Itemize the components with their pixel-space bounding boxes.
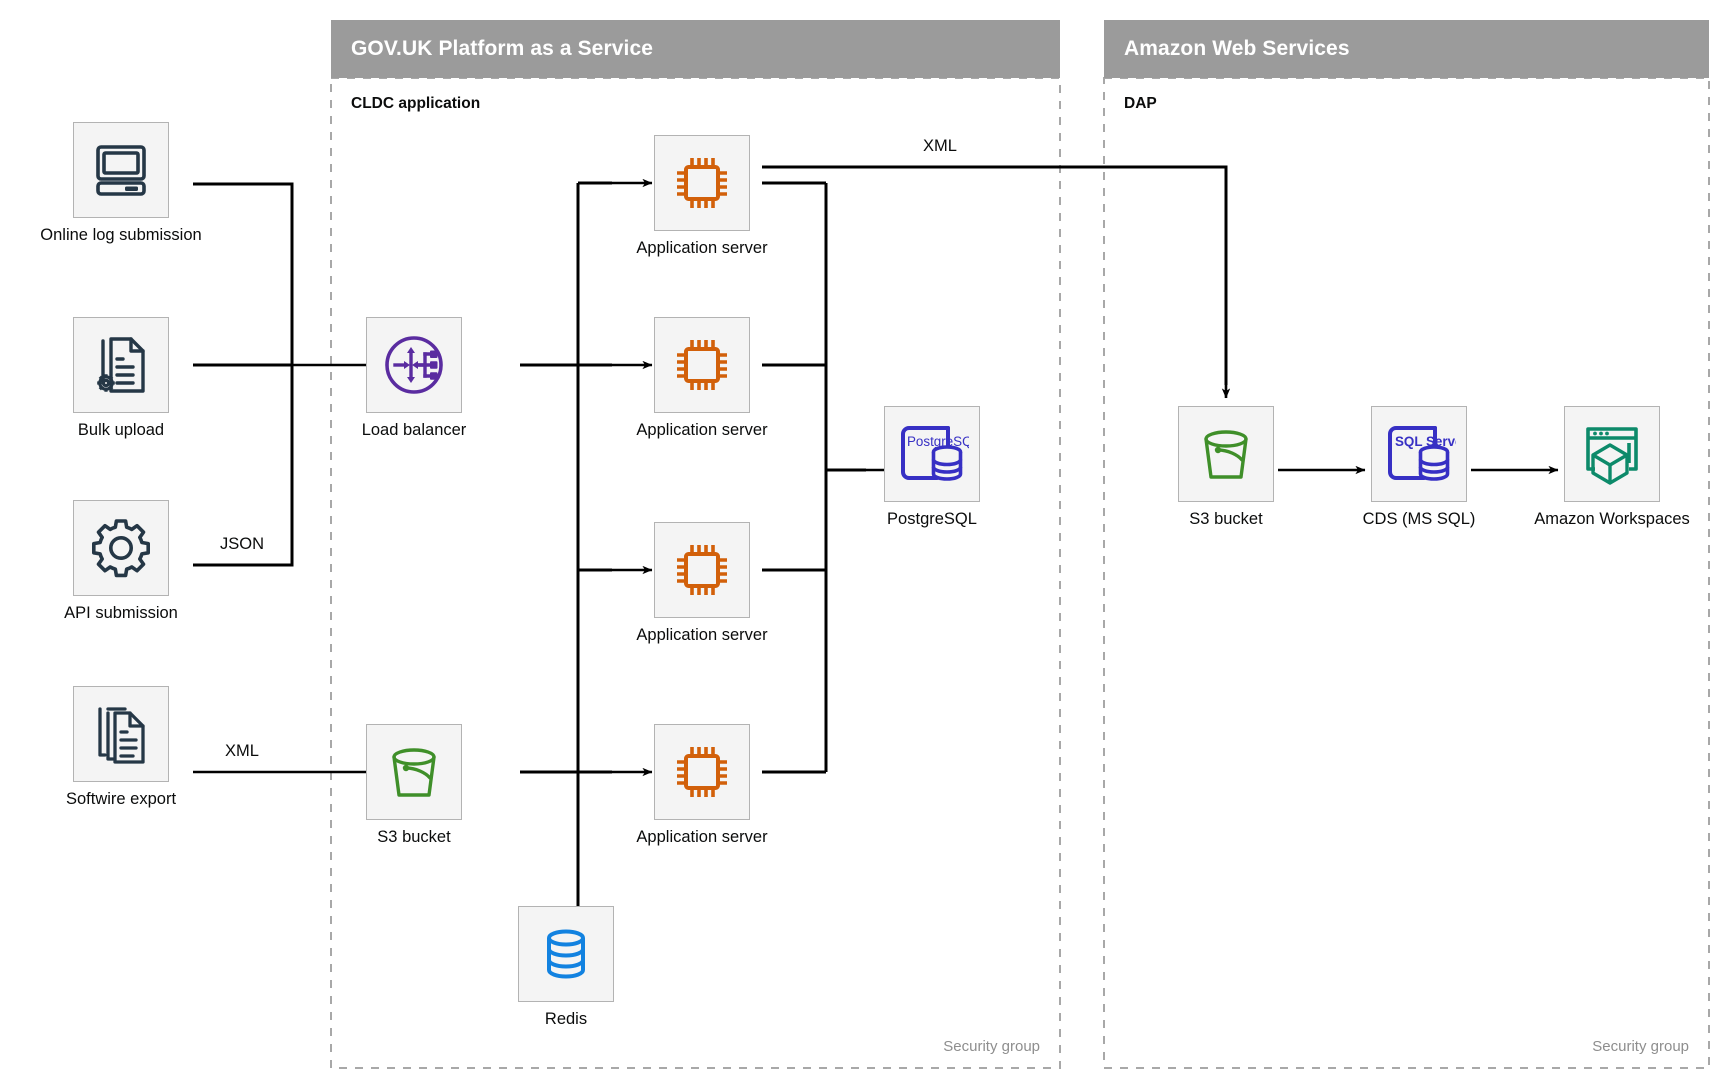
cpu-chip-icon bbox=[677, 747, 727, 797]
postgresql-icon: PostgreSQL bbox=[901, 426, 969, 481]
node-label: Application server bbox=[636, 239, 768, 257]
node-label: Application server bbox=[636, 828, 768, 846]
desktop-computer-icon bbox=[96, 145, 146, 196]
node-box: PostgreSQL bbox=[884, 406, 980, 502]
node-box bbox=[1564, 406, 1660, 502]
node-box bbox=[73, 317, 169, 413]
group-header-aws-label: Amazon Web Services bbox=[1124, 37, 1350, 60]
document-gear-icon bbox=[97, 337, 145, 393]
postgresql-icon-text: PostgreSQL bbox=[907, 434, 969, 449]
node-app-server-1[interactable]: Application server bbox=[636, 135, 768, 257]
node-label: PostgreSQL bbox=[887, 510, 977, 528]
node-s3-bucket-aws[interactable]: S3 bucket bbox=[1178, 406, 1274, 528]
edge-label-json: JSON bbox=[219, 535, 265, 553]
node-label: Bulk upload bbox=[77, 421, 165, 439]
node-label: Softwire export bbox=[65, 790, 177, 808]
sub-label-dap: DAP bbox=[1124, 95, 1157, 112]
sql-server-icon: SQL Server bbox=[1388, 426, 1456, 481]
workspaces-cube-icon bbox=[1586, 427, 1638, 485]
database-cylinder-icon bbox=[547, 929, 585, 979]
node-label: Online log submission bbox=[40, 226, 202, 244]
node-label: Load balancer bbox=[361, 421, 467, 439]
cpu-chip-icon bbox=[677, 340, 727, 390]
load-balancer-icon bbox=[385, 336, 443, 394]
node-redis[interactable]: Redis bbox=[518, 906, 614, 1028]
group-header-aws: Amazon Web Services bbox=[1104, 20, 1709, 78]
sql-server-icon-text: SQL Server bbox=[1395, 434, 1456, 449]
node-box bbox=[73, 500, 169, 596]
node-box bbox=[73, 122, 169, 218]
node-label: API submission bbox=[64, 604, 178, 622]
security-group-label-aws: Security group bbox=[1592, 1038, 1689, 1055]
node-box bbox=[1178, 406, 1274, 502]
edge-label-xml-softwire: XML bbox=[225, 742, 259, 760]
bucket-icon bbox=[1204, 430, 1248, 479]
node-label: Application server bbox=[636, 421, 768, 439]
node-box bbox=[654, 724, 750, 820]
node-label: Amazon Workspaces bbox=[1534, 510, 1690, 528]
edge-label-xml-dap: XML bbox=[923, 137, 957, 155]
group-header-paas: GOV.UK Platform as a Service bbox=[331, 20, 1060, 78]
node-online-log-submission[interactable]: Online log submission bbox=[40, 122, 202, 244]
edge-online-log-to-lb bbox=[193, 182, 294, 365]
node-label: Redis bbox=[544, 1010, 588, 1028]
node-softwire-export[interactable]: Softwire export bbox=[66, 686, 176, 808]
documents-stack-icon bbox=[98, 707, 145, 764]
sub-label-cldc-application: CLDC application bbox=[351, 95, 481, 112]
node-box bbox=[73, 686, 169, 782]
node-label: Application server bbox=[636, 626, 768, 644]
node-box bbox=[654, 317, 750, 413]
node-bulk-upload[interactable]: Bulk upload bbox=[73, 317, 169, 439]
node-label: S3 bucket bbox=[1189, 510, 1263, 528]
node-s3-bucket-paas[interactable]: S3 bucket bbox=[366, 724, 462, 846]
node-label: S3 bucket bbox=[377, 828, 451, 846]
paas-security-group-border bbox=[330, 77, 1061, 1069]
node-load-balancer[interactable]: Load balancer bbox=[362, 317, 466, 439]
node-box bbox=[366, 317, 462, 413]
node-box bbox=[654, 135, 750, 231]
node-label: CDS (MS SQL) bbox=[1362, 510, 1476, 528]
node-box bbox=[366, 724, 462, 820]
node-api-submission[interactable]: API submission bbox=[64, 500, 178, 622]
node-box: SQL Server bbox=[1371, 406, 1467, 502]
node-app-server-2[interactable]: Application server bbox=[636, 317, 768, 439]
cpu-chip-icon bbox=[677, 158, 727, 208]
aws-security-group-border bbox=[1103, 77, 1710, 1069]
node-box bbox=[654, 522, 750, 618]
bucket-icon bbox=[392, 748, 436, 797]
edge-xml-to-s3-bucket bbox=[762, 165, 1228, 385]
cpu-chip-icon bbox=[677, 545, 727, 595]
node-postgresql[interactable]: PostgreSQL PostgreSQL bbox=[884, 406, 980, 528]
node-cds-ms-sql[interactable]: SQL Server CDS (MS SQL) bbox=[1363, 406, 1475, 528]
edge-api-to-lb bbox=[193, 365, 294, 567]
node-box bbox=[518, 906, 614, 1002]
group-header-paas-label: GOV.UK Platform as a Service bbox=[351, 37, 653, 60]
security-group-label-paas: Security group bbox=[943, 1038, 1040, 1055]
node-app-server-3[interactable]: Application server bbox=[636, 522, 768, 644]
node-app-server-4[interactable]: Application server bbox=[636, 724, 768, 846]
gear-icon bbox=[92, 519, 150, 578]
node-amazon-workspaces[interactable]: Amazon Workspaces bbox=[1534, 406, 1690, 528]
